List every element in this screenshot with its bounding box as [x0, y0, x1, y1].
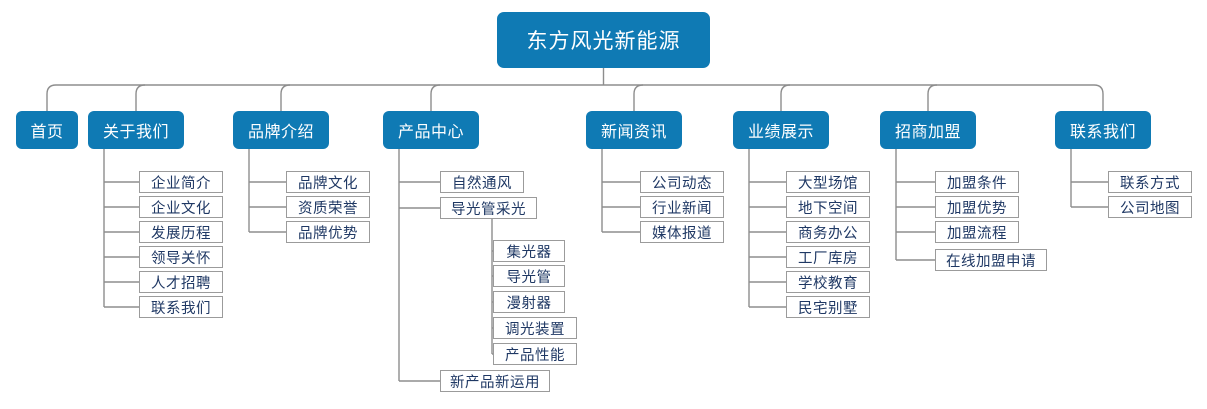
subleaf-node-3-1-2[interactable]: 漫射器: [493, 291, 565, 313]
leaf-node-7-0[interactable]: 联系方式: [1108, 171, 1192, 193]
subleaf-node-3-1-3[interactable]: 调光装置: [493, 317, 577, 339]
branch-node-1[interactable]: 关于我们: [88, 111, 184, 149]
leaf-node-3-2[interactable]: 新产品新运用: [440, 370, 550, 392]
leaf-node-5-4[interactable]: 学校教育: [786, 271, 870, 293]
leaf-node-6-1[interactable]: 加盟优势: [935, 196, 1019, 218]
branch-node-7[interactable]: 联系我们: [1055, 111, 1151, 149]
leaf-node-1-5[interactable]: 联系我们: [139, 296, 223, 318]
leaf-node-1-2[interactable]: 发展历程: [139, 221, 223, 243]
branch-node-5[interactable]: 业绩展示: [733, 111, 829, 149]
root-node[interactable]: 东方风光新能源: [497, 12, 710, 68]
leaf-node-2-1[interactable]: 资质荣誉: [286, 196, 370, 218]
leaf-node-1-4[interactable]: 人才招聘: [139, 271, 223, 293]
leaf-node-5-0[interactable]: 大型场馆: [786, 171, 870, 193]
branch-node-4[interactable]: 新闻资讯: [586, 111, 682, 149]
leaf-node-3-1[interactable]: 导光管采光: [440, 197, 537, 219]
leaf-node-6-2[interactable]: 加盟流程: [935, 221, 1019, 243]
leaf-node-2-0[interactable]: 品牌文化: [286, 171, 370, 193]
subleaf-node-3-1-4[interactable]: 产品性能: [493, 343, 577, 365]
leaf-node-5-3[interactable]: 工厂库房: [786, 246, 870, 268]
branch-node-6[interactable]: 招商加盟: [880, 111, 976, 149]
leaf-node-4-0[interactable]: 公司动态: [640, 171, 724, 193]
leaf-node-2-2[interactable]: 品牌优势: [286, 221, 370, 243]
branch-node-2[interactable]: 品牌介绍: [233, 111, 329, 149]
leaf-node-1-0[interactable]: 企业简介: [139, 171, 223, 193]
leaf-node-5-5[interactable]: 民宅别墅: [786, 296, 870, 318]
leaf-node-5-1[interactable]: 地下空间: [786, 196, 870, 218]
leaf-node-5-2[interactable]: 商务办公: [786, 221, 870, 243]
leaf-node-3-0[interactable]: 自然通风: [440, 171, 524, 193]
leaf-node-7-1[interactable]: 公司地图: [1108, 196, 1192, 218]
leaf-node-1-1[interactable]: 企业文化: [139, 196, 223, 218]
leaf-node-4-2[interactable]: 媒体报道: [640, 221, 724, 243]
leaf-node-1-3[interactable]: 领导关怀: [139, 246, 223, 268]
leaf-node-6-3[interactable]: 在线加盟申请: [935, 249, 1047, 271]
subleaf-node-3-1-1[interactable]: 导光管: [493, 265, 565, 287]
leaf-node-4-1[interactable]: 行业新闻: [640, 196, 724, 218]
branch-node-0[interactable]: 首页: [16, 111, 78, 149]
branch-node-3[interactable]: 产品中心: [383, 111, 479, 149]
leaf-node-6-0[interactable]: 加盟条件: [935, 171, 1019, 193]
subleaf-node-3-1-0[interactable]: 集光器: [493, 240, 565, 262]
